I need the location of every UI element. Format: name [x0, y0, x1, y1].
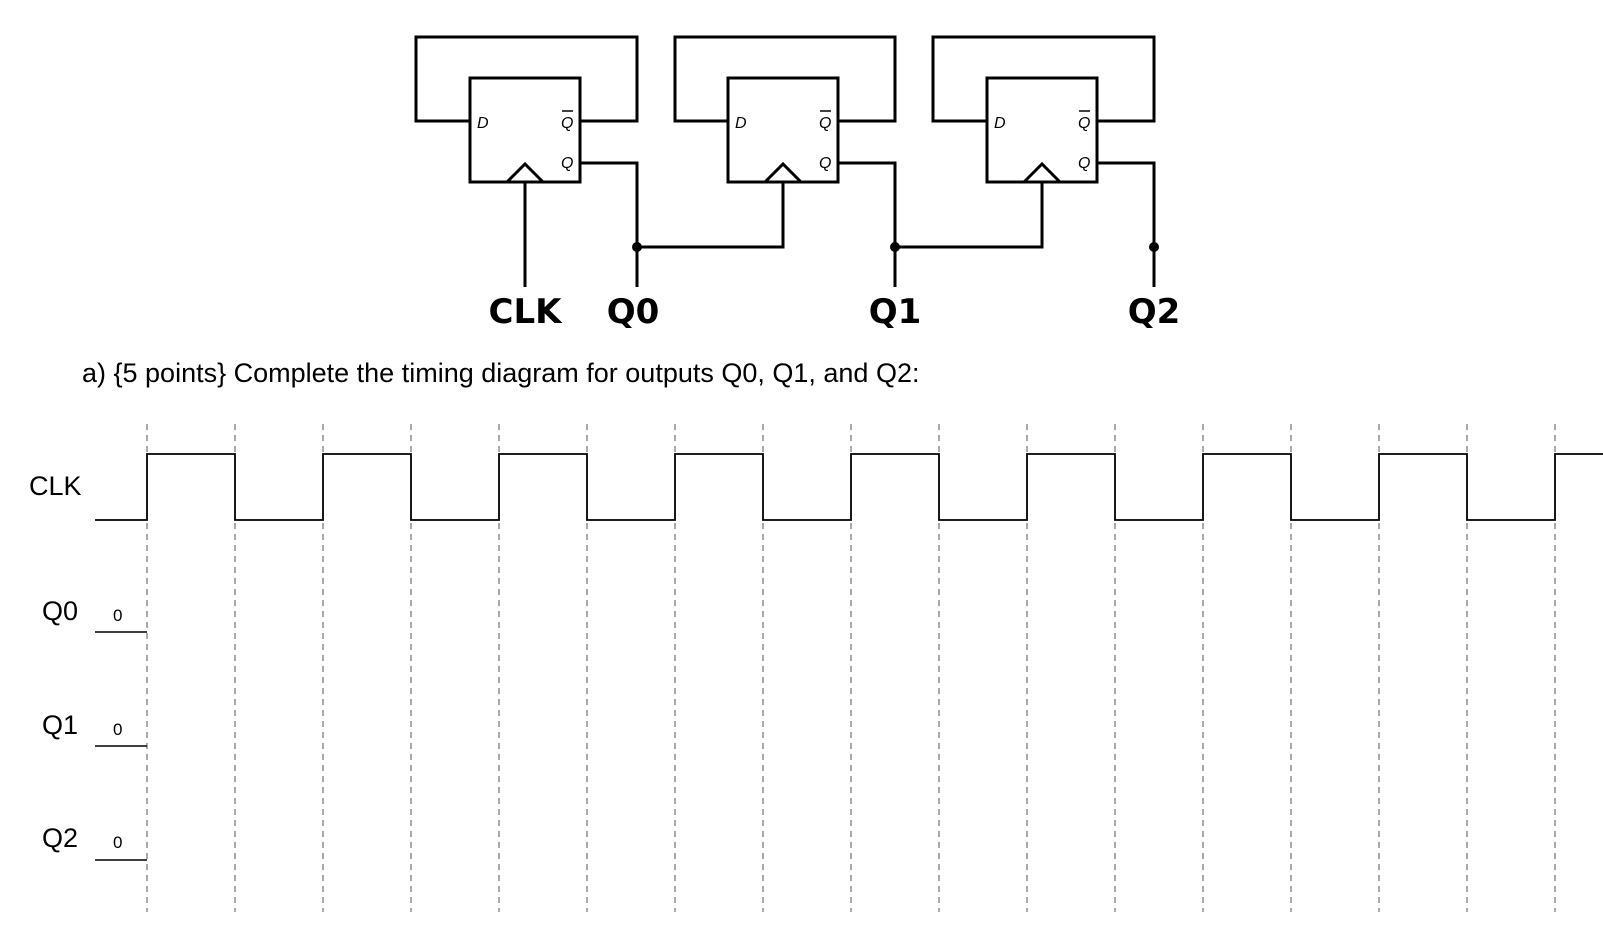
- flip-flop-1-clock-triangle: [763, 161, 803, 184]
- q1-net-label: Q1: [869, 292, 922, 332]
- net-labels: CLK Q0 Q1 Q2: [489, 292, 1181, 332]
- clk-signal-label: CLK: [29, 471, 82, 501]
- q0-junction-dot: [632, 242, 642, 252]
- question-text: a) {5 points} Complete the timing diagra…: [82, 358, 919, 388]
- flip-flop-2: [931, 35, 1156, 184]
- ff2-qbar-label: Q: [1078, 115, 1090, 132]
- ff0-qbar-label: Q: [561, 115, 573, 132]
- timing-guide-lines: [146, 424, 1556, 912]
- q2-signal-label: Q2: [42, 823, 78, 853]
- flip-flop-2-feedback-wire: [931, 35, 1156, 123]
- flip-flop-2-clock-triangle: [1022, 161, 1062, 184]
- q1-to-ff2-clock-wire: [895, 182, 1044, 249]
- q0-wire: [580, 161, 639, 287]
- ff2-d-label: D: [994, 115, 1006, 132]
- flip-flop-0: [414, 35, 639, 184]
- junction-dots: [632, 242, 1159, 252]
- q1-signal-label: Q1: [42, 710, 78, 740]
- ff2-q-label: Q: [1078, 155, 1090, 172]
- ff0-q-label: Q: [561, 155, 573, 172]
- q1-initial-value: 0: [113, 720, 122, 739]
- flip-flop-0-clock-triangle: [505, 161, 545, 184]
- q1-junction-dot: [890, 242, 900, 252]
- flip-flop-pin-labels: D Q Q D Q Q D Q Q: [477, 115, 1090, 172]
- q0-net-label: Q0: [607, 292, 660, 332]
- circuit-schematic: [414, 35, 1156, 287]
- clk-net-label: CLK: [489, 292, 564, 332]
- q0-signal-label: Q0: [42, 596, 78, 626]
- ff1-qbar-label: Q: [819, 115, 831, 132]
- timing-signal-labels: CLK Q0 Q1 Q2 0 0 0: [29, 471, 122, 853]
- initial-level-stubs: [95, 631, 147, 861]
- q1-wire: [838, 161, 897, 287]
- timing-waveforms: [95, 453, 1603, 521]
- q2-initial-value: 0: [113, 833, 122, 852]
- flip-flop-1-feedback-wire: [673, 35, 897, 123]
- q0-initial-value: 0: [113, 606, 122, 625]
- clk-waveform: [95, 453, 1603, 521]
- ff1-d-label: D: [735, 115, 747, 132]
- q2-junction-dot: [1149, 242, 1159, 252]
- q2-wire: [1097, 161, 1156, 287]
- q0-to-ff1-clock-wire: [637, 182, 785, 249]
- flip-flop-0-feedback-wire: [414, 35, 639, 123]
- q2-net-label: Q2: [1128, 292, 1181, 332]
- ff0-d-label: D: [477, 115, 489, 132]
- ff1-q-label: Q: [819, 155, 831, 172]
- flip-flop-1: [673, 35, 897, 184]
